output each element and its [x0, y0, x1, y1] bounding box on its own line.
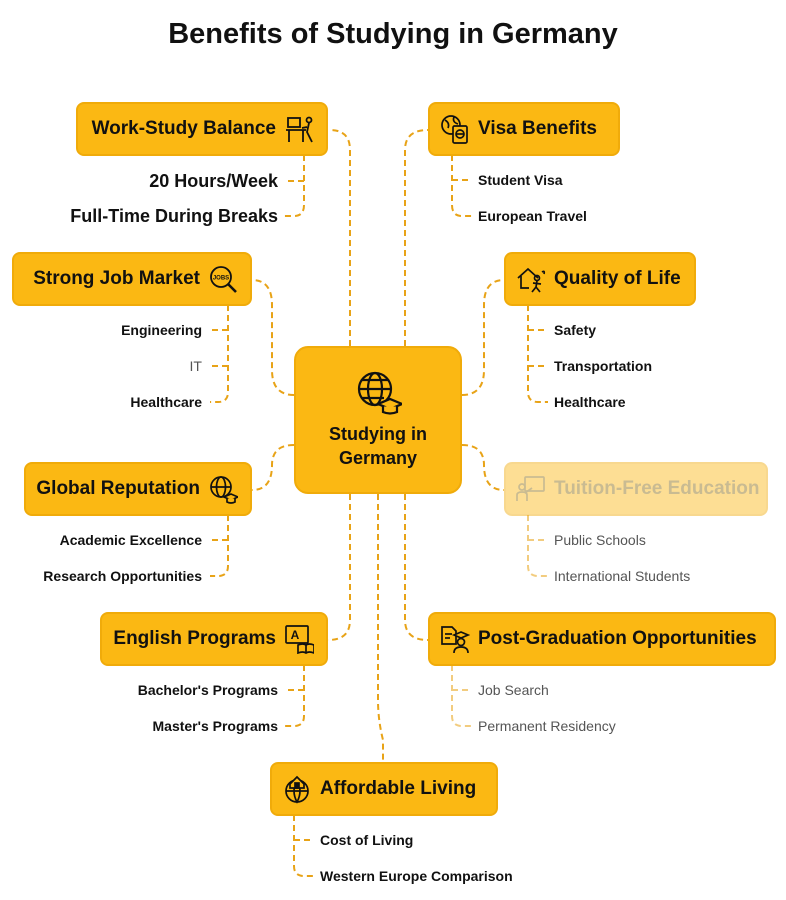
branch-work [284, 155, 305, 217]
node-label: Quality of Life [554, 268, 681, 289]
connector-tuition [461, 444, 505, 491]
branch-english [284, 665, 305, 727]
connector-english [327, 494, 351, 641]
desk-study-icon [284, 114, 314, 144]
branch-postgrad [451, 665, 472, 727]
jobs-item-2: IT [189, 358, 202, 374]
english-item-1: Bachelor's Programs [137, 682, 278, 698]
branch-global [210, 515, 229, 577]
globe-graduation-cap-icon [208, 474, 238, 504]
classroom-board-icon [516, 474, 546, 504]
node-visa-benefits: Visa Benefits [428, 102, 620, 156]
global-item-1: Academic Excellence [59, 532, 202, 548]
work-item-1: 20 Hours/Week [149, 171, 278, 191]
tuition-item-1: Public Schools [554, 532, 646, 548]
quality-item-2: Transportation [554, 358, 653, 374]
node-english-programs: English Programs A [100, 612, 328, 666]
visa-item-2: European Travel [478, 208, 587, 224]
jobs-item-3: Healthcare [130, 394, 202, 410]
jobs-item-1: Engineering [121, 322, 202, 338]
house-globe-icon [282, 774, 312, 804]
connector-living [377, 494, 384, 764]
branch-tuition [527, 515, 548, 577]
branch-living [293, 815, 314, 877]
node-label: Affordable Living [320, 778, 477, 799]
node-label: Tuition-Free Education [554, 478, 760, 499]
english-item-2: Master's Programs [152, 718, 279, 734]
quality-item-3: Healthcare [554, 394, 626, 410]
jobs-search-icon: JOBS [208, 264, 238, 294]
node-label: Visa Benefits [478, 118, 597, 139]
node-tuition-free-education: Tuition-Free Education [504, 462, 768, 516]
postgrad-item-1: Job Search [478, 682, 549, 698]
globe-graduation-cap-icon [354, 368, 402, 416]
node-label: English Programs [113, 628, 276, 649]
node-strong-job-market: Strong Job Market JOBS [12, 252, 252, 306]
connector-postgrad [404, 494, 429, 641]
connector-quality [461, 279, 505, 396]
living-item-2: Western Europe Comparison [320, 868, 513, 884]
node-label: Work-Study Balance [91, 118, 276, 139]
work-item-2: Full-Time During Breaks [70, 206, 278, 226]
center-node: Studying in Germany [294, 346, 462, 494]
visa-item-1: Student Visa [478, 172, 563, 188]
graduate-document-icon [440, 624, 470, 654]
global-item-2: Research Opportunities [43, 568, 202, 584]
living-item-1: Cost of Living [320, 832, 414, 848]
home-person-icon [516, 264, 546, 294]
node-post-graduation-opportunities: Post-Graduation Opportunities [428, 612, 776, 666]
language-book-icon: A [284, 624, 314, 654]
language-icon-text: A [291, 628, 300, 642]
node-work-study-balance: Work-Study Balance [76, 102, 328, 156]
passport-globe-icon [440, 114, 470, 144]
branch-visa [451, 155, 472, 217]
branch-quality [527, 305, 548, 403]
connector-work [329, 129, 351, 346]
center-label: Studying in Germany [329, 424, 427, 468]
tuition-item-2: International Students [554, 568, 691, 584]
branch-jobs [210, 305, 229, 403]
quality-item-1: Safety [554, 322, 597, 338]
node-label: Post-Graduation Opportunities [478, 628, 757, 649]
connector-global [251, 444, 295, 491]
connector-visa [404, 129, 429, 346]
node-quality-of-life: Quality of Life [504, 252, 696, 306]
node-global-reputation: Global Reputation [24, 462, 252, 516]
node-label: Strong Job Market [33, 268, 200, 289]
connector-jobs [251, 279, 295, 396]
jobs-icon-text: JOBS [213, 276, 229, 282]
node-affordable-living: Affordable Living [270, 762, 498, 816]
node-label: Global Reputation [36, 478, 200, 499]
page-title: Benefits of Studying in Germany [168, 18, 618, 50]
postgrad-item-2: Permanent Residency [478, 718, 616, 734]
